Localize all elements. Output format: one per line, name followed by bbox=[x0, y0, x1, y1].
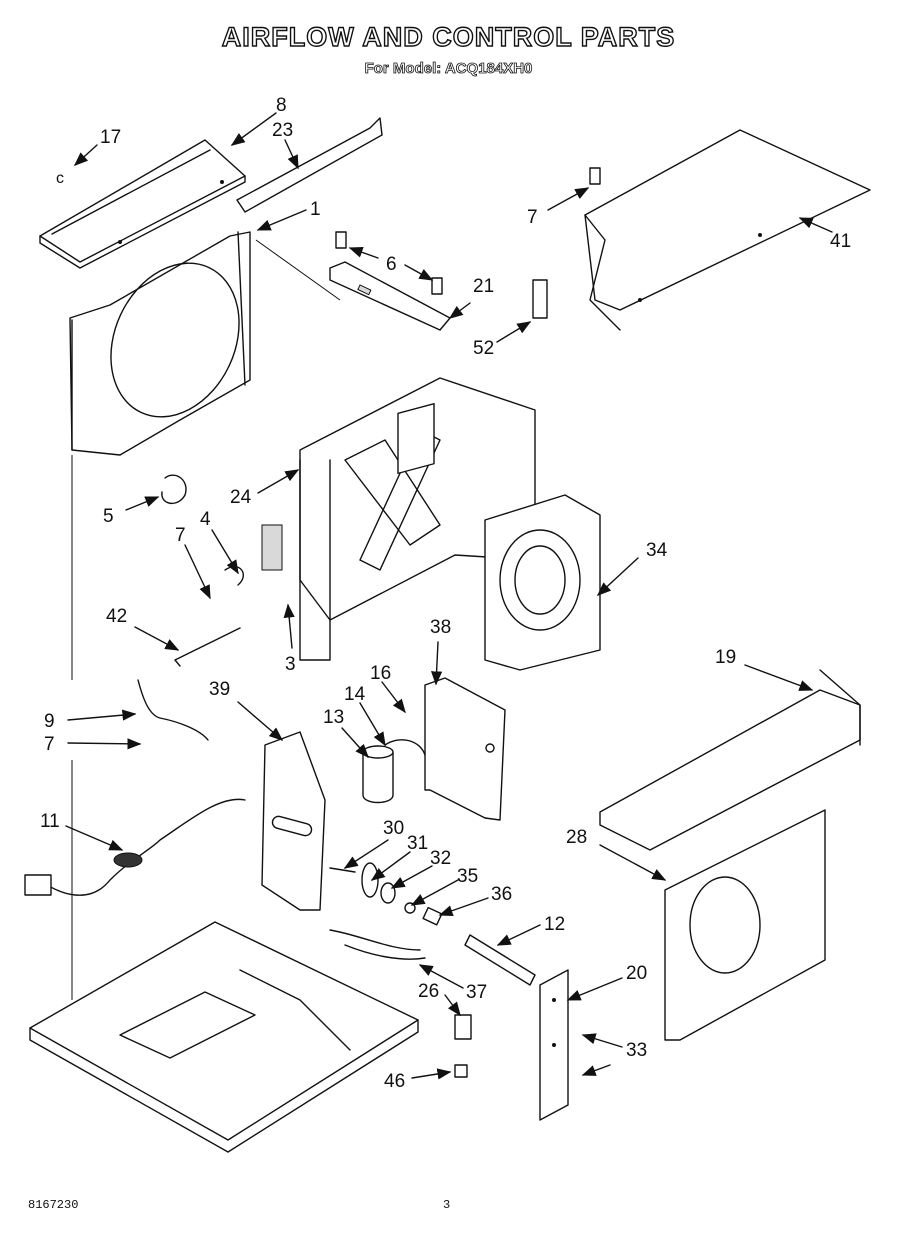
screw-icon bbox=[335, 167, 601, 295]
part-46-clip bbox=[454, 1064, 468, 1078]
callout-32: 32 bbox=[430, 848, 451, 869]
part-24-partition bbox=[299, 377, 536, 661]
part-23-strip bbox=[236, 117, 383, 213]
callout-52: 52 bbox=[473, 338, 494, 359]
callout-8: 8 bbox=[276, 95, 287, 116]
callout-13: 13 bbox=[323, 707, 344, 728]
callout-21: 21 bbox=[473, 276, 494, 297]
alignment-line bbox=[255, 239, 341, 301]
callout-23: 23 bbox=[272, 120, 293, 141]
callout-33: 33 bbox=[626, 1040, 647, 1061]
callout-9: 9 bbox=[44, 711, 55, 732]
callout-12: 12 bbox=[544, 914, 565, 935]
part-42-rod bbox=[174, 627, 241, 667]
callout-20: 20 bbox=[626, 963, 647, 984]
callout-6: 6 bbox=[386, 254, 397, 275]
callout-19: 19 bbox=[715, 647, 736, 668]
callout-35: 35 bbox=[457, 866, 478, 887]
callout-39: 39 bbox=[209, 679, 230, 700]
part-11-power-cord bbox=[24, 798, 246, 896]
callout-41: 41 bbox=[830, 231, 851, 252]
part-39-control-box bbox=[261, 731, 326, 911]
part-34-blower-scroll bbox=[484, 494, 601, 671]
page-title: AIRFLOW AND CONTROL PARTS bbox=[221, 21, 676, 52]
callout-16: 16 bbox=[370, 663, 391, 684]
callout-26: 26 bbox=[418, 981, 439, 1002]
callout-31: 31 bbox=[407, 833, 428, 854]
callout-28: 28 bbox=[566, 827, 587, 848]
part-37-harness bbox=[329, 929, 426, 960]
part-41-top-cover bbox=[584, 129, 871, 331]
part-8-top-trim bbox=[39, 139, 246, 269]
part-5-clamp bbox=[161, 474, 187, 504]
callout-34: 34 bbox=[646, 540, 668, 561]
callout-14: 14 bbox=[344, 684, 366, 705]
part-12-shaft bbox=[464, 934, 536, 986]
part-20-control-panel bbox=[539, 969, 569, 1121]
callout-42: 42 bbox=[106, 606, 127, 627]
part-1-fan-shroud bbox=[69, 231, 251, 456]
callout-4: 4 bbox=[200, 509, 211, 530]
part-9-wire bbox=[137, 679, 209, 741]
base-pan bbox=[29, 921, 419, 1153]
model-subtitle: For Model: ACQ184XH0 bbox=[364, 60, 533, 78]
callout-37: 37 bbox=[466, 982, 487, 1003]
control-knob-assembly bbox=[329, 862, 443, 926]
callout-7-mid: 7 bbox=[175, 525, 186, 546]
callout-24: 24 bbox=[230, 487, 252, 508]
part-4-control-bracket bbox=[224, 402, 435, 586]
callout-5: 5 bbox=[103, 506, 114, 527]
part-38-bracket bbox=[424, 677, 506, 821]
leader-lines bbox=[65, 112, 833, 1080]
callout-46: 46 bbox=[384, 1071, 405, 1092]
callout-38: 38 bbox=[430, 617, 451, 638]
callout-1: 1 bbox=[310, 199, 321, 220]
page-number: 3 bbox=[443, 1198, 451, 1212]
callout-36: 36 bbox=[491, 884, 512, 905]
part-52-block bbox=[532, 279, 548, 319]
part-13-capacitor bbox=[362, 739, 426, 804]
callout-11: 11 bbox=[40, 811, 60, 832]
part-17-clip: c bbox=[56, 170, 64, 187]
part-21-bracket bbox=[329, 261, 451, 331]
part-19-top-panel bbox=[599, 669, 861, 851]
callout-30: 30 bbox=[383, 818, 404, 839]
callout-7-top: 7 bbox=[527, 207, 538, 228]
document-number: 8167230 bbox=[28, 1198, 79, 1212]
part-28-end-panel bbox=[664, 809, 826, 1041]
callout-3: 3 bbox=[285, 654, 296, 675]
callout-7-lower: 7 bbox=[44, 734, 55, 755]
callout-17: 17 bbox=[100, 127, 121, 148]
part-26-switch bbox=[454, 1014, 472, 1040]
